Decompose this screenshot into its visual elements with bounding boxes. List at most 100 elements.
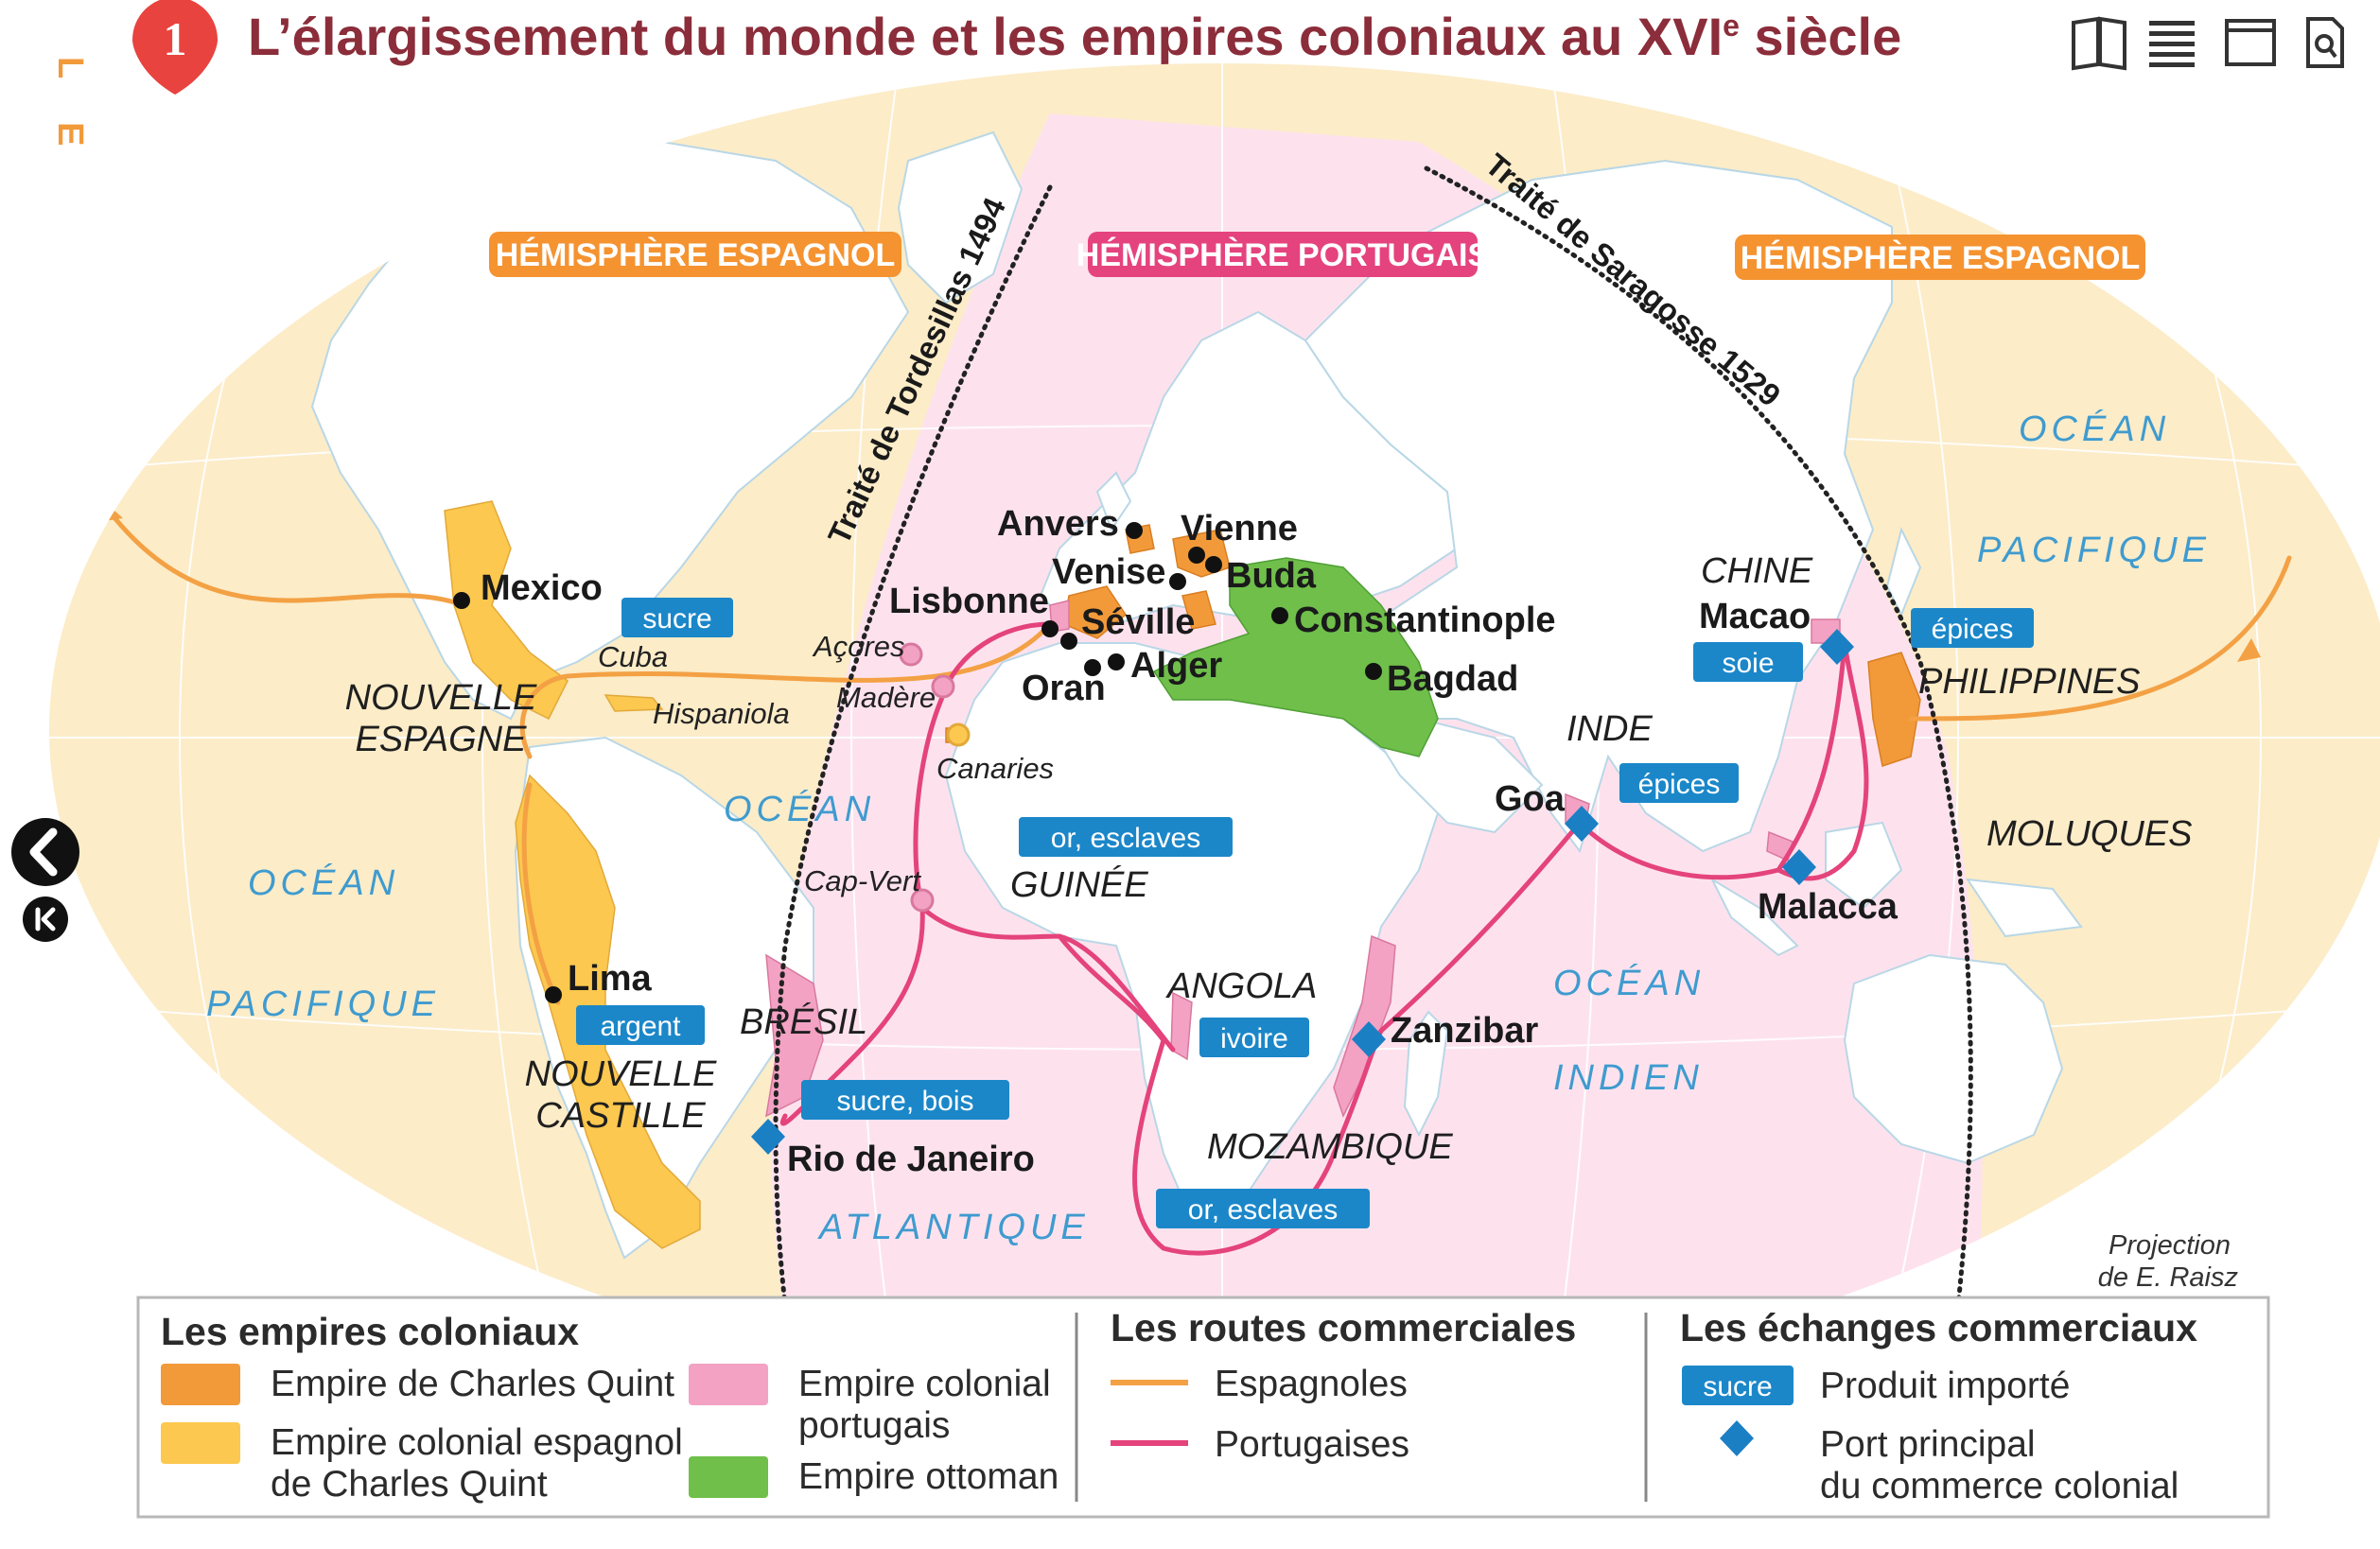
island-labels: Cuba Hispaniola Açores Madère Canaries C… xyxy=(598,630,1054,897)
region-mozambique: MOZAMBIQUE xyxy=(1207,1127,1453,1167)
region-angola: ANGOLA xyxy=(1165,966,1317,1006)
legend-echanges-heading: Les échanges commerciaux xyxy=(1680,1306,2197,1349)
window-icon[interactable] xyxy=(2225,19,2276,66)
stop-canaries xyxy=(946,722,971,747)
city-dot-seville xyxy=(1060,633,1077,650)
ocean-labels: OCÉAN PACIFIQUE OCÉAN ATLANTIQUE OCÉAN I… xyxy=(206,409,2206,1247)
legend-product-sample: sucre xyxy=(1703,1371,1772,1402)
chevron-left-icon xyxy=(29,827,58,877)
treaty-lines xyxy=(773,165,1973,1308)
ocean-indian-1: OCÉAN xyxy=(1553,963,1705,1003)
island-stops xyxy=(899,642,971,913)
saragosse-line xyxy=(1424,165,1973,1308)
ocean-pacific-west-2: PACIFIQUE xyxy=(206,984,440,1024)
page-title-end: siècle xyxy=(1740,7,1901,66)
island-cuba: Cuba xyxy=(598,640,668,673)
product-soie: soie xyxy=(1722,648,1774,679)
city-mexico: Mexico xyxy=(481,568,603,608)
product-box-sucre: sucre xyxy=(621,598,733,637)
legend-ottoman: Empire ottoman xyxy=(798,1456,1059,1497)
region-moluques: MOLUQUES xyxy=(1986,814,2192,854)
hemisphere-spanish-east-text: HÉMISPHÈRE ESPAGNOL xyxy=(1741,240,2141,276)
city-dot-buda xyxy=(1205,556,1222,573)
ocean-pacific-west-1: OCÉAN xyxy=(248,862,399,903)
legend-espagnoles: Espagnoles xyxy=(1215,1364,1408,1404)
city-dot-lisbonne xyxy=(1041,620,1059,637)
city-lisbonne: Lisbonne xyxy=(889,582,1049,621)
city-dot-oran xyxy=(1084,659,1101,676)
legend-product-swatch xyxy=(1682,1366,1794,1405)
legend-routes: Les routes commerciales Espagnoles Portu… xyxy=(1111,1306,1576,1465)
document-search-icon[interactable] xyxy=(2306,17,2344,68)
port-rio-icon xyxy=(751,1119,785,1155)
island-canaries: Canaries xyxy=(936,752,1054,785)
product-box-ivoire: ivoire xyxy=(1199,1018,1309,1057)
legend-routes-heading: Les routes commerciales xyxy=(1111,1306,1576,1349)
product-box-or-esclaves-mozambique: or, esclaves xyxy=(1156,1189,1370,1228)
city-constantinople: Constantinople xyxy=(1294,600,1556,640)
city-labels: Mexico Lima Rio de Janeiro Anvers Vienne… xyxy=(481,504,1899,1179)
map: HÉMISPHÈRE ESPAGNOL HÉMISPHÈRE PORTUGAIS… xyxy=(49,63,2380,1397)
hemisphere-portuguese-text: HÉMISPHÈRE PORTUGAIS xyxy=(1076,237,1489,273)
new-guinea-land xyxy=(1965,878,2083,938)
stop-madere xyxy=(931,674,955,699)
product-argent: argent xyxy=(600,1011,681,1042)
city-dot-vienne xyxy=(1188,547,1205,564)
product-box-sucre-bois: sucre, bois xyxy=(801,1080,1009,1120)
previous-button[interactable] xyxy=(11,818,79,886)
city-seville: Séville xyxy=(1081,602,1195,642)
product-or-esclaves-mozambique: or, esclaves xyxy=(1188,1194,1338,1226)
british-isles-land xyxy=(1095,471,1132,532)
spanish-routes xyxy=(106,508,2292,1005)
first-page-button[interactable] xyxy=(23,896,68,942)
city-dot-alger xyxy=(1108,653,1125,670)
legend-product-label: Produit importé xyxy=(1820,1366,2070,1406)
legend-echanges: Les échanges commerciaux sucre Produit i… xyxy=(1680,1306,2197,1506)
legend-espagnol-1: Empire colonial espagnol xyxy=(271,1422,683,1463)
section-tab-letters: L E xyxy=(50,57,90,163)
city-alger: Alger xyxy=(1130,646,1222,686)
book-icon[interactable] xyxy=(2072,16,2126,71)
legend-port-icon xyxy=(1720,1420,1754,1456)
city-oran: Oran xyxy=(1022,669,1106,708)
city-malacca: Malacca xyxy=(1758,887,1899,927)
projection-line-2: de E. Raisz xyxy=(2098,1262,2239,1293)
city-buda: Buda xyxy=(1226,556,1317,596)
list-icon[interactable] xyxy=(2149,21,2195,67)
product-box-argent: argent xyxy=(576,1005,705,1045)
legend-charles-quint: Empire de Charles Quint xyxy=(271,1364,674,1404)
port-goa-icon xyxy=(1565,806,1599,842)
city-dot-constantinople xyxy=(1271,607,1288,624)
projection-line-1: Projection xyxy=(2109,1230,2231,1261)
product-boxes: sucre argent sucre, bois or, esclaves iv… xyxy=(576,598,2034,1228)
greenland-land xyxy=(897,131,1024,305)
borneo-land xyxy=(1825,821,1903,910)
legend-swatch-ottoman xyxy=(689,1456,768,1498)
page-title-sup: e xyxy=(1723,9,1740,43)
madagascar-land xyxy=(1403,1010,1449,1138)
document-number: 1 xyxy=(164,12,187,65)
ocean-indian-2: INDIEN xyxy=(1553,1058,1704,1098)
city-dot-mexico xyxy=(453,592,470,609)
region-chine: CHINE xyxy=(1701,551,1813,591)
product-sucre: sucre xyxy=(642,603,711,635)
page-title: L’élargissement du monde et les empires … xyxy=(248,7,1901,66)
region-nouvelle-castille-1: NOUVELLE xyxy=(525,1054,717,1094)
product-box-or-esclaves-guinee: or, esclaves xyxy=(1019,817,1233,857)
city-venise: Venise xyxy=(1052,552,1165,592)
city-anvers: Anvers xyxy=(997,504,1119,544)
legend-empires: Les empires coloniaux Empire de Charles … xyxy=(161,1310,1059,1505)
sumatra-land xyxy=(1709,877,1799,957)
island-hispaniola: Hispaniola xyxy=(653,697,790,730)
skip-back-icon xyxy=(35,907,56,931)
hemisphere-label-portuguese: HÉMISPHÈRE PORTUGAIS xyxy=(1076,232,1489,277)
city-lima: Lima xyxy=(568,959,653,999)
product-or-esclaves-guinee: or, esclaves xyxy=(1051,823,1200,854)
city-bagdad: Bagdad xyxy=(1387,659,1518,699)
legend-port-2: du commerce colonial xyxy=(1820,1466,2179,1506)
legend: Les empires coloniaux Empire de Charles … xyxy=(136,1296,2270,1519)
region-inde: INDE xyxy=(1566,709,1653,749)
legend-portugais-2: portugais xyxy=(798,1405,950,1446)
ocean-atlantic-2: ATLANTIQUE xyxy=(817,1208,1090,1247)
toolbar xyxy=(2072,16,2344,71)
